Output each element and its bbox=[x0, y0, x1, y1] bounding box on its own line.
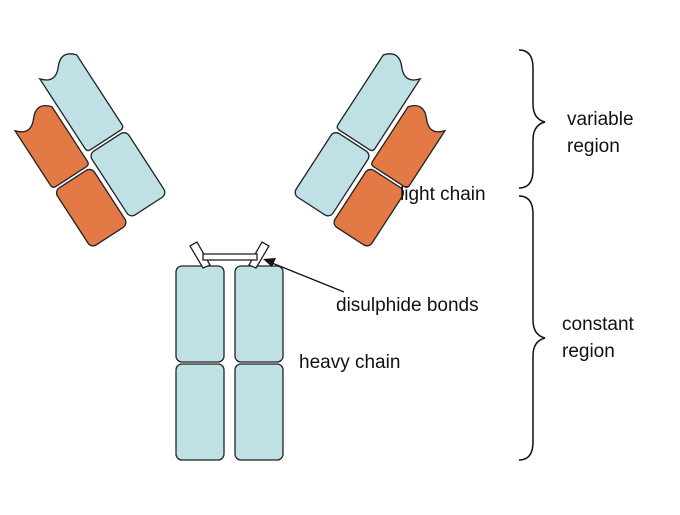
heavy-chain-stem bbox=[175, 265, 284, 461]
variable-region-label: variable region bbox=[567, 106, 634, 160]
heavy-chain-left-constant-lower bbox=[175, 363, 225, 461]
constant-region-label-line1: constant bbox=[562, 314, 634, 335]
constant-region-label: constant region bbox=[562, 311, 634, 365]
heavy-chain-right-constant-upper bbox=[234, 265, 284, 363]
right-light-variable-domain bbox=[336, 53, 422, 152]
hinge-left bbox=[189, 241, 211, 269]
right-heavy-variable-domain bbox=[371, 105, 447, 188]
hinge-right bbox=[248, 241, 270, 269]
left-heavy-variable-domain bbox=[13, 105, 89, 188]
disulphide-arrow bbox=[263, 258, 345, 293]
arrow-head bbox=[263, 258, 276, 267]
constant-region-brace bbox=[518, 195, 546, 461]
heavy-chain-left-constant-upper bbox=[175, 265, 225, 363]
light-chain-label: light chain bbox=[400, 184, 486, 205]
variable-region-label-line2: region bbox=[567, 136, 620, 157]
right-heavy-constant-domain bbox=[333, 168, 405, 247]
left-arm bbox=[13, 53, 166, 247]
left-light-variable-domain bbox=[38, 53, 124, 152]
disulphide-bridge bbox=[202, 253, 258, 261]
right-arm bbox=[294, 53, 447, 247]
heavy-chain-right-constant-lower bbox=[234, 363, 284, 461]
left-heavy-constant-domain bbox=[55, 168, 127, 247]
left-light-constant-domain bbox=[90, 132, 166, 217]
variable-region-brace bbox=[518, 49, 546, 189]
hinge bbox=[189, 241, 270, 269]
heavy-chain-label: heavy chain bbox=[299, 352, 401, 373]
variable-region-label-line1: variable bbox=[567, 109, 634, 130]
disulphide-bonds-label: disulphide bonds bbox=[336, 295, 479, 316]
right-light-constant-domain bbox=[294, 132, 370, 217]
constant-region-label-line2: region bbox=[562, 341, 615, 362]
